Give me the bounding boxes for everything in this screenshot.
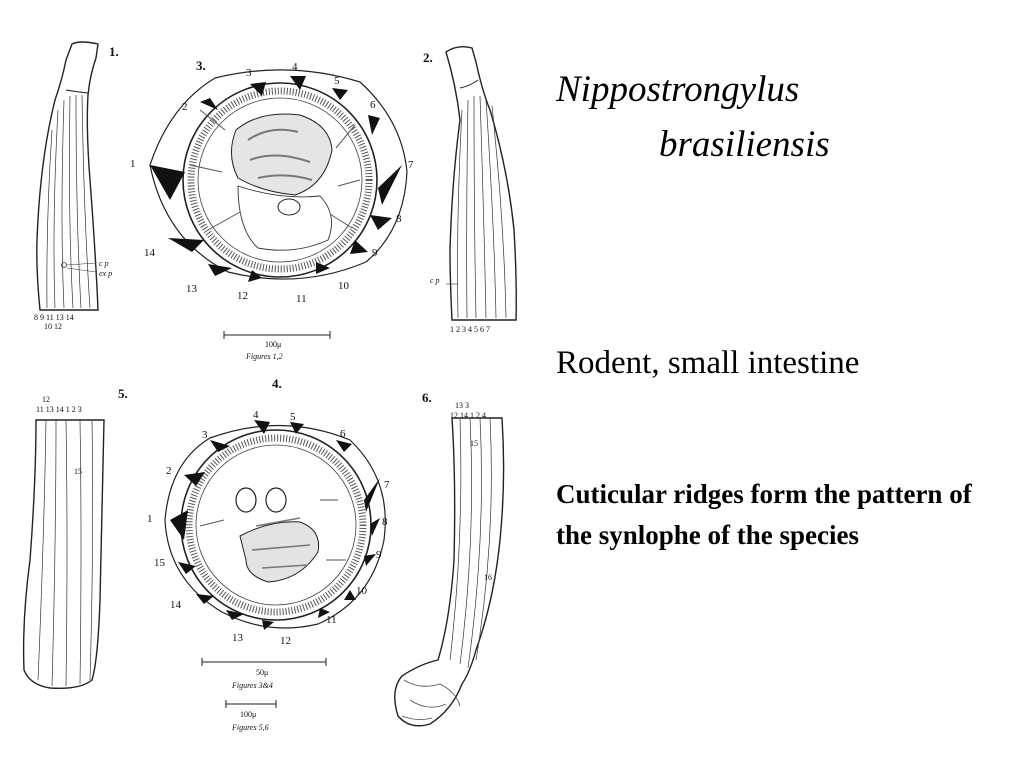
figure-number-3: 3.: [196, 58, 206, 73]
label-cp-fig1: c p: [99, 259, 109, 268]
synlophe-plate-figure: 1. c p ex p 8 9 11 13 14 10 12 3. 1 2 3 …: [22, 41, 517, 732]
ridge-label-fig5-15: 15: [74, 467, 82, 476]
figure-number-5: 5.: [118, 386, 128, 401]
label-cp-fig2: c p: [430, 276, 440, 285]
ridge-label: 2: [182, 101, 188, 113]
ridge-label-fig6-16: 16: [484, 573, 492, 582]
ridge-label: 3: [246, 67, 252, 79]
title-genus: Nippostrongylus: [556, 69, 800, 110]
ridge-label: 12: [280, 635, 291, 647]
figure-6-worm-posterior: [394, 417, 505, 727]
figure-number-2: 2.: [423, 50, 433, 65]
ridge-label: 10: [356, 585, 368, 597]
ridge-label: 7: [384, 479, 390, 491]
figure-number-4: 4.: [272, 376, 282, 391]
figure-number-6: 6.: [422, 390, 432, 405]
ridge-label: 9: [372, 247, 378, 259]
host-habitat-text: Rodent, small intestine: [556, 345, 860, 381]
ridge-label: 1: [130, 158, 136, 170]
ridge-labels-fig5-row1: 12: [42, 395, 50, 404]
scale-caption-5-6: Figures 5,6: [231, 723, 269, 732]
ridge-labels-fig2: 1 2 3 4 5 6 7: [450, 325, 490, 334]
scale-bar-figures-5-6: 100μ Figures 5,6: [225, 700, 277, 732]
ridge-labels-fig1-row1: 8 9 11 13 14: [34, 313, 74, 322]
ridge-label: 4: [253, 409, 259, 421]
figure-5-worm-posterior: [22, 419, 105, 690]
ridge-label: 8: [396, 213, 402, 225]
synlophe-description: Cuticular ridges form the pattern of the…: [556, 479, 972, 550]
ridge-label: 1: [147, 513, 153, 525]
figure-3-cross-section: [149, 69, 408, 282]
figure-4-cross-section: [164, 420, 386, 630]
ridge-labels-fig6-row2: 12 14 1 2 4: [450, 411, 486, 420]
scale-value-5-6: 100μ: [240, 710, 256, 719]
ridge-label: 13: [186, 283, 198, 295]
ridge-label: 10: [338, 280, 350, 292]
label-exp-fig1: ex p: [99, 269, 112, 278]
ridge-label: 15: [154, 557, 166, 569]
ridge-labels-fig3: 1 2 3 4 5 6 7 8 9 10 11 12 13 14: [130, 61, 414, 305]
ridge-label: 5: [290, 411, 296, 423]
ridge-labels-fig4: 1 2 3 4 5 6 7 8 9 10 11 12 13 14 15: [147, 409, 390, 647]
ridge-label: 7: [408, 159, 414, 171]
ridge-label: 5: [334, 75, 340, 87]
scale-caption-1-2: Figures 1,2: [245, 352, 283, 361]
ridge-label: 14: [144, 247, 156, 259]
ridge-label: 12: [237, 290, 248, 302]
ridge-label: 9: [376, 549, 382, 561]
ridge-labels-fig6-row1: 13 3: [455, 401, 469, 410]
figure-1-worm-anterior: [36, 41, 99, 311]
ridge-label-fig6-15: 15: [470, 439, 478, 448]
ridge-label: 6: [370, 99, 376, 111]
figure-2-worm-anterior: [445, 45, 517, 321]
ridge-label: 14: [170, 599, 182, 611]
ridge-label: 4: [292, 61, 298, 73]
ridge-label: 6: [340, 428, 346, 440]
ridge-labels-fig5-row2: 11 13 14 1 2 3: [36, 405, 82, 414]
scale-value-3-4: 50μ: [256, 668, 268, 677]
ridge-label: 11: [326, 614, 337, 626]
slide-title: Nippostrongylus brasiliensis: [556, 62, 996, 172]
scale-caption-3-4: Figures 3&4: [231, 681, 273, 690]
figure-number-1: 1.: [109, 44, 119, 59]
scale-value-1-2: 100μ: [265, 340, 281, 349]
ridge-label: 8: [382, 516, 388, 528]
ridge-label: 3: [202, 429, 208, 441]
ridge-labels-fig1-row2: 10 12: [44, 322, 62, 331]
ridge-label: 2: [166, 465, 172, 477]
ridge-label: 11: [296, 293, 307, 305]
title-species: brasiliensis: [659, 124, 830, 165]
ridge-label: 13: [232, 632, 244, 644]
scale-bar-figures-3-4: 50μ Figures 3&4: [201, 658, 327, 690]
scale-bar-figures-1-2: 100μ Figures 1,2: [223, 331, 331, 361]
